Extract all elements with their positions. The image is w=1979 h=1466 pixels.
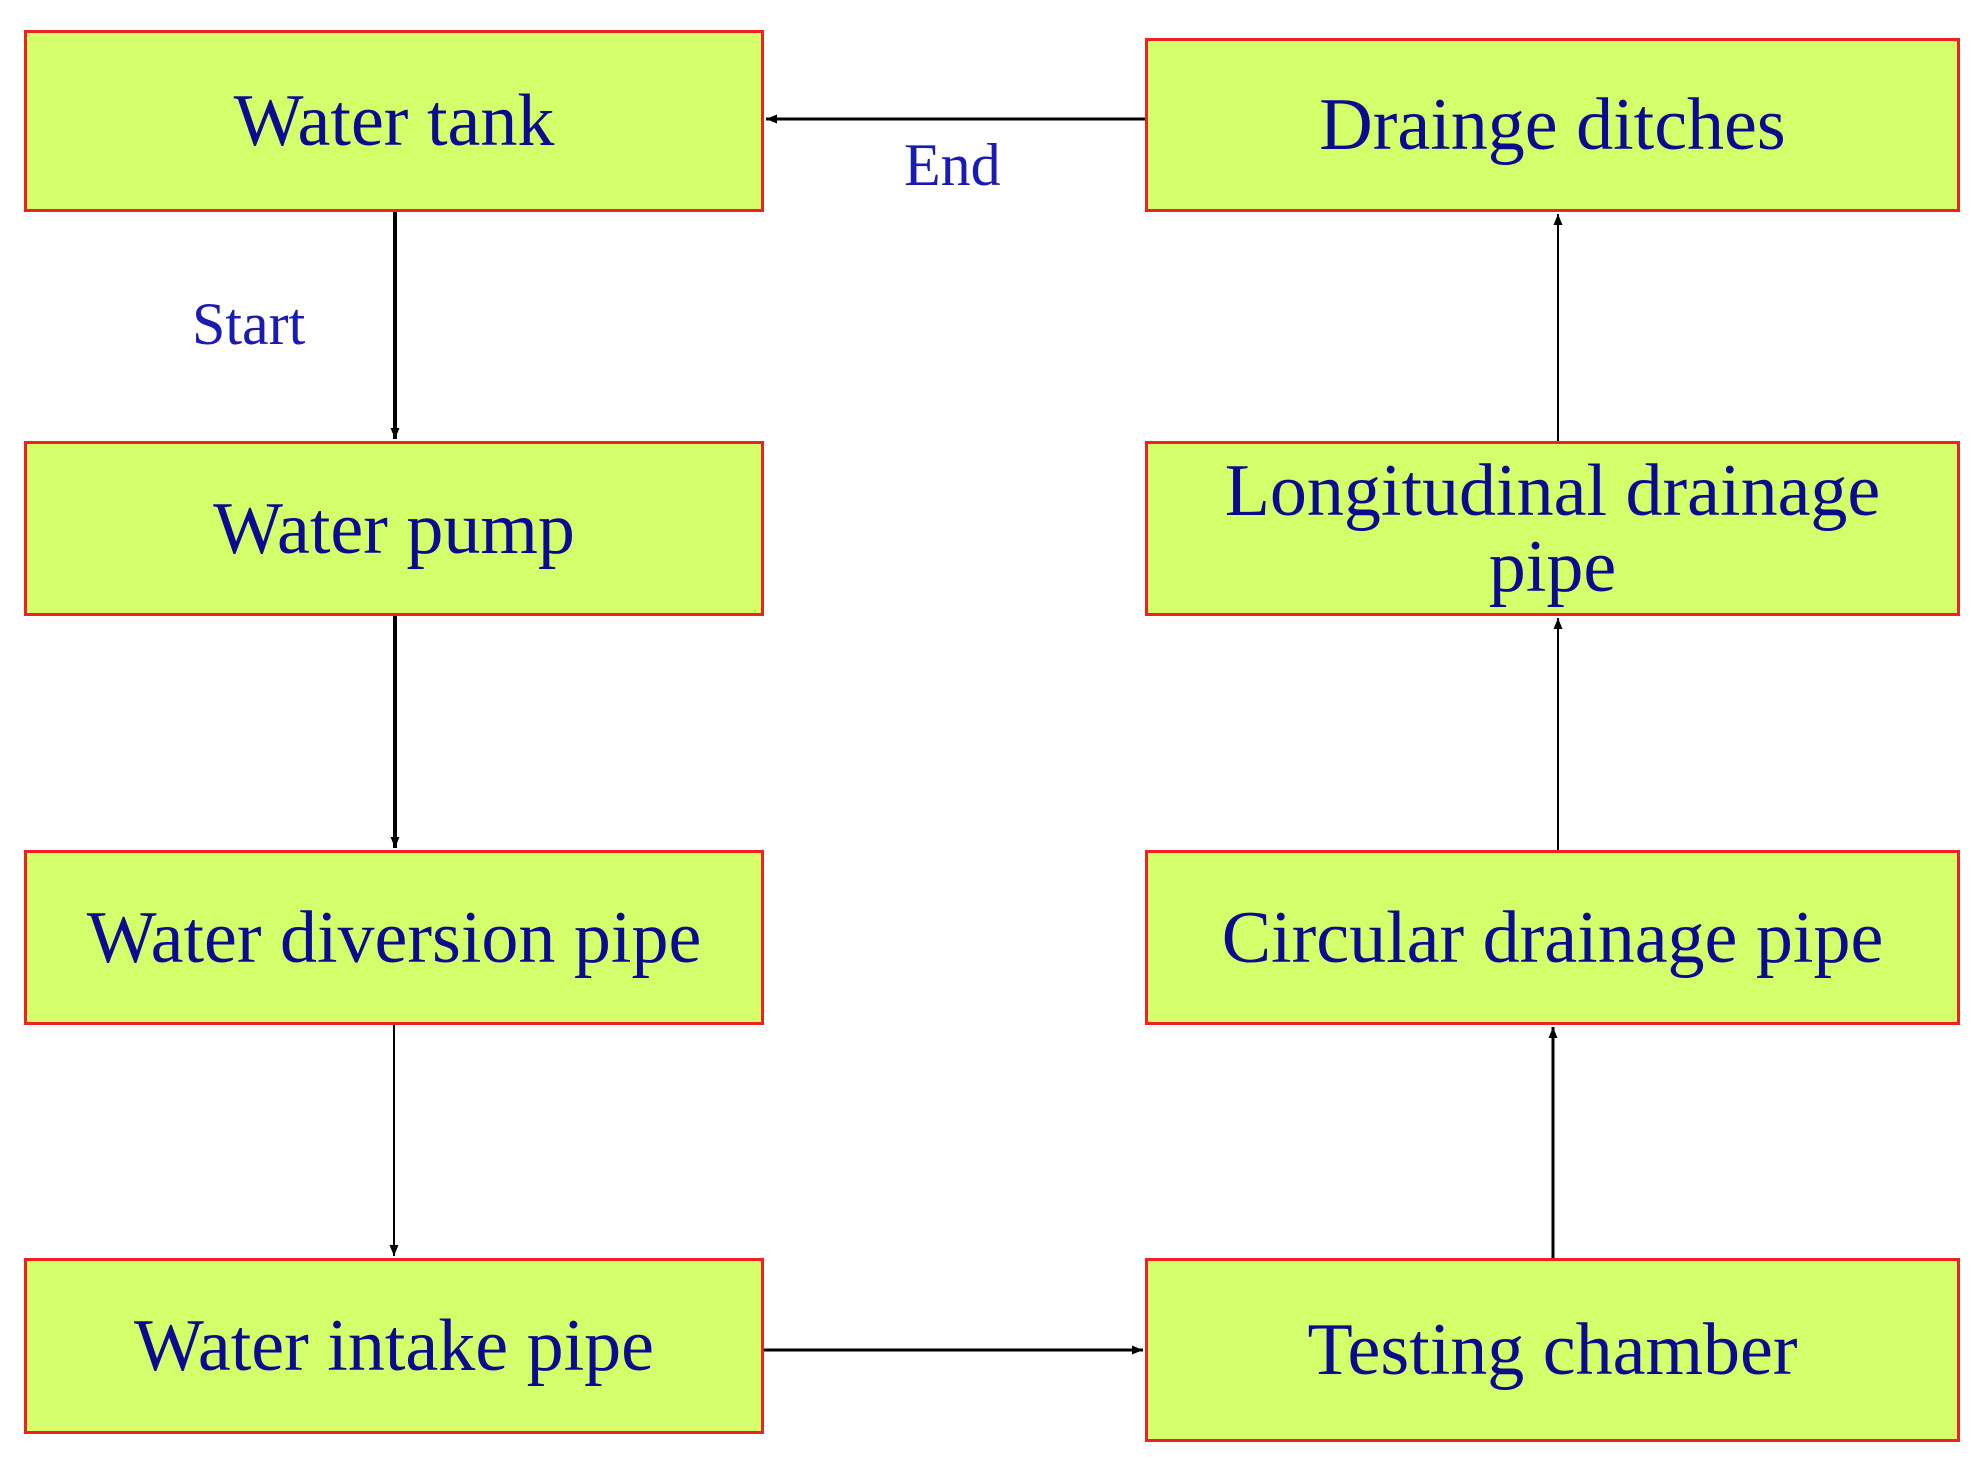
water-intake-pipe-box: Water intake pipe (24, 1258, 764, 1434)
testing-chamber-label: Testing chamber (1307, 1309, 1798, 1391)
water-pump-label: Water pump (213, 487, 575, 570)
start-label: Start (192, 291, 306, 357)
drainge-ditches-label: Drainge ditches (1319, 84, 1786, 166)
water-intake-pipe-label: Water intake pipe (133, 1305, 655, 1387)
drainge-ditches-box: Drainge ditches (1145, 38, 1960, 212)
water-tank-box: Water tank (24, 30, 764, 212)
water-diversion-pipe-box: Water diversion pipe (24, 850, 764, 1025)
longitudinal-drainage-pipe-label: Longitudinal drainage pipe (1224, 449, 1881, 608)
end-label: End (904, 132, 1001, 198)
water-diversion-pipe-label: Water diversion pipe (86, 896, 702, 979)
circular-drainage-pipe-label: Circular drainage pipe (1221, 896, 1884, 979)
longitudinal-drainage-pipe-box: Longitudinal drainage pipe (1145, 441, 1960, 616)
water-tank-label: Water tank (233, 80, 555, 162)
testing-chamber-box: Testing chamber (1145, 1258, 1960, 1442)
circular-drainage-pipe-box: Circular drainage pipe (1145, 850, 1960, 1025)
water-pump-box: Water pump (24, 441, 764, 616)
